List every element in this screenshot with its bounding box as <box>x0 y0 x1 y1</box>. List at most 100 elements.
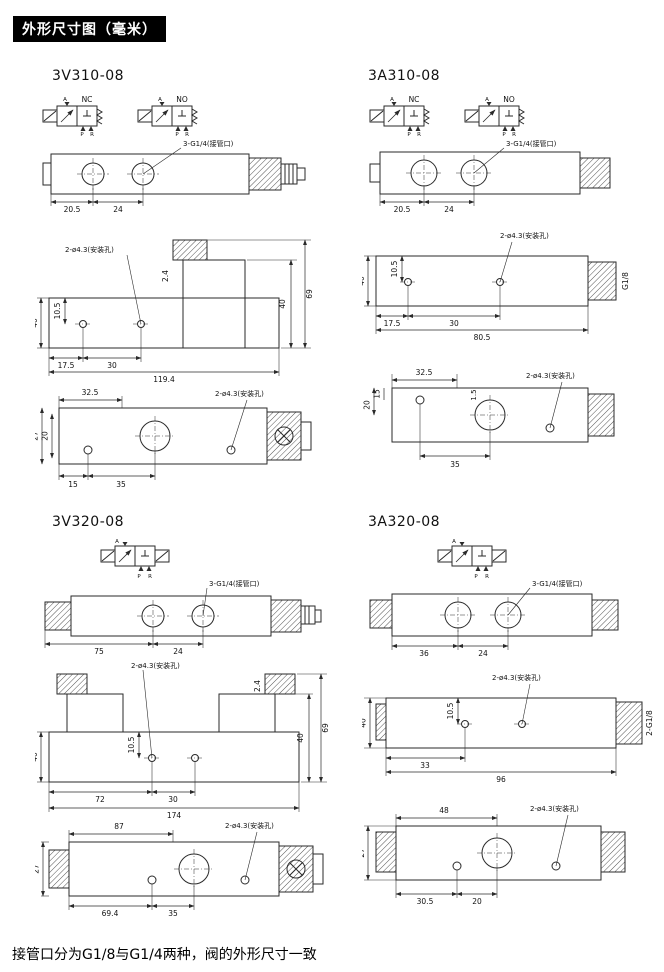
v310-bottom-dimensions: 32.5 2-ø4.3(安装孔) 27 20 15 35 <box>35 388 264 489</box>
manual-override <box>274 426 294 446</box>
dim-label: 35 <box>450 460 460 469</box>
dim-label: 30 <box>168 795 178 804</box>
v310-bottom-view: 32.5 2-ø4.3(安装孔) 27 20 15 35 <box>35 388 312 489</box>
a310-top-view: 3-G1/4(接管口) 20.5 24 <box>369 139 611 214</box>
symbol-port-r: R <box>417 132 421 138</box>
dim-label: 24 <box>173 647 183 656</box>
a310-bottom-dimensions: 32.5 1.5 2-ø4.3(安装孔) 15 20 35 <box>363 368 576 469</box>
dim-label: 75 <box>94 647 104 656</box>
a310-top-dimensions: 3-G1/4(接管口) 20.5 24 <box>379 139 557 214</box>
v310-symbol-nc: A NC P R <box>42 95 103 138</box>
a310-side-dimensions: G1/8 10.5 2-ø4.3(安装孔) 40 17.5 30 80.5 <box>362 231 630 342</box>
mounting-hole <box>83 445 93 455</box>
dim-label: 35 <box>168 909 178 918</box>
dim-label: 87 <box>114 822 124 831</box>
mount-hole-label: 2-ø4.3(安装孔) <box>500 231 549 240</box>
model-title-3v310: 3V310-08 <box>52 68 125 84</box>
pilot-block <box>579 157 611 189</box>
dim-label: 20.5 <box>64 205 81 214</box>
symbol-port-a: A <box>452 539 456 545</box>
a320-bottom-view: 48 2-ø4.3(安装孔) 27 30.5 20 <box>362 804 626 906</box>
dim-label: 15 <box>68 480 78 489</box>
port-thread-label: 3-G1/4(接管口) <box>506 139 557 148</box>
pilot-block-right <box>600 831 626 873</box>
valve-body-side <box>48 731 300 783</box>
dim-label: 72 <box>95 795 105 804</box>
symbol-port-p: P <box>474 574 478 580</box>
dim-label: 35 <box>116 480 126 489</box>
connector-tip <box>312 853 324 885</box>
solenoid-block <box>182 259 246 299</box>
a320-top-view: 3-G1/4(接管口) 36 24 <box>369 579 619 658</box>
symbol-port-a: A <box>115 539 119 545</box>
connector-block-left <box>48 849 70 889</box>
dim-label: 27 <box>35 431 40 441</box>
mounting-hole <box>226 445 236 455</box>
thread-label: G1/8 <box>621 272 630 290</box>
solenoid-block-left <box>66 693 124 733</box>
symbol-port-r: R <box>485 574 489 580</box>
a310-symbol-nc: A NC P R <box>369 95 430 138</box>
pilot-block-right <box>615 701 643 745</box>
dim-label: 15 <box>373 389 382 399</box>
dim-label: 80.5 <box>474 333 491 342</box>
valve-body-side <box>48 297 280 349</box>
dim-label: 40 <box>35 752 39 762</box>
symbol-port-p: P <box>137 574 141 580</box>
v320-symbol: A P R <box>100 539 170 580</box>
nc-label: NC <box>82 95 93 104</box>
footer-note: 接管口分为G1/8与G1/4两种，阀的外形尺寸一致 <box>12 947 317 963</box>
dim-label: 1.5 <box>470 389 478 400</box>
symbol-port-r: R <box>185 132 189 138</box>
model-title-3v320: 3V320-08 <box>52 514 125 530</box>
mount-hole-label: 2-ø4.3(安装孔) <box>492 673 541 682</box>
dim-label: 30.5 <box>417 897 434 906</box>
dim-label: 40 <box>296 733 305 743</box>
dim-label: 96 <box>496 775 506 784</box>
solenoid-coil-left <box>44 601 72 631</box>
thread-label: 2-G1/8 <box>645 710 654 736</box>
mount-hole-label: 2-ø4.3(安装孔) <box>65 245 114 254</box>
solenoid-connector <box>300 605 316 625</box>
dim-label: 27 <box>362 848 366 858</box>
symbol-port-a: A <box>158 97 162 103</box>
a310-bottom-view: 32.5 1.5 2-ø4.3(安装孔) 15 20 35 <box>363 368 615 469</box>
model-title-3a310: 3A310-08 <box>368 68 441 84</box>
dim-label: 2.4 <box>161 270 170 282</box>
mounting-hole <box>551 861 561 871</box>
a320-side-view: 2-G1/8 10.5 2-ø4.3(安装孔) 40 33 96 <box>362 673 654 784</box>
dim-label: 174 <box>167 811 182 820</box>
v320-bottom-view: 87 2-ø4.3(安装孔) 27 69.4 35 <box>35 821 324 918</box>
manual-override <box>286 859 306 879</box>
dim-label: 33 <box>420 761 430 770</box>
nc-label: NC <box>409 95 420 104</box>
pilot-block-right <box>591 599 619 631</box>
symbol-port-p: P <box>80 132 84 138</box>
a310-symbol-no: A NO P R <box>464 95 525 138</box>
valve-body <box>70 595 272 637</box>
connector-tip <box>314 609 322 623</box>
pilot-block <box>587 261 617 301</box>
connector-tip <box>300 421 312 451</box>
mounting-hole <box>415 395 425 405</box>
connector-block-left <box>375 831 397 873</box>
symbol-port-r: R <box>148 574 152 580</box>
v310-top-dimensions: 3-G1/4(接管口) 20.5 24 <box>50 139 234 214</box>
coil-connector-left <box>56 673 88 695</box>
dim-label: 24 <box>113 205 123 214</box>
dim-label: 30 <box>107 361 117 370</box>
dim-label: 40 <box>278 299 287 309</box>
symbol-port-a: A <box>485 97 489 103</box>
mount-hole-label: 2-ø4.3(安装孔) <box>526 371 575 380</box>
dim-label: 40 <box>362 276 366 286</box>
mounting-hole <box>545 423 555 433</box>
connector-tip <box>296 167 306 181</box>
dim-label: 10.5 <box>53 302 62 319</box>
dim-label: 69.4 <box>102 909 119 918</box>
a320-side-dimensions: 2-G1/8 10.5 2-ø4.3(安装孔) 40 33 96 <box>362 673 654 784</box>
dim-label: 10.5 <box>446 702 455 719</box>
dim-label: 20 <box>41 431 50 441</box>
v320-top-view: 3-G1/4(接管口) 75 24 <box>44 579 322 656</box>
dim-label: 48 <box>439 806 449 815</box>
